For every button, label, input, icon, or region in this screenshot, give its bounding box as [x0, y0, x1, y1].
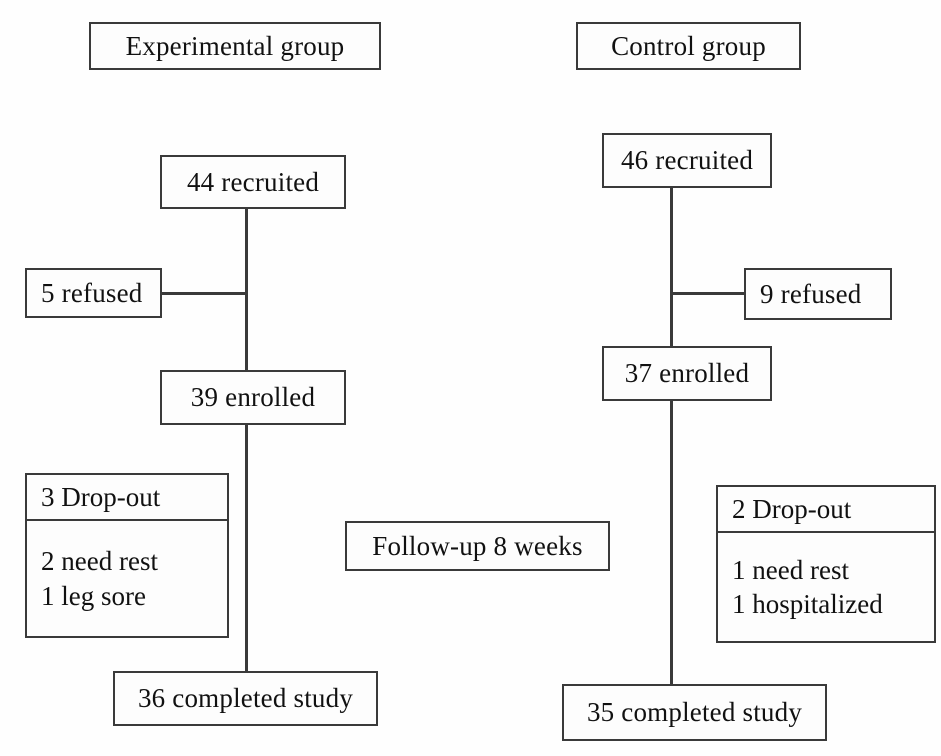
experimental-enrolled-label: 39 enrolled	[190, 382, 316, 413]
experimental-recruited-box: 44 recruited	[160, 155, 346, 209]
control-dropout-header-label: 2 Drop-out	[732, 494, 852, 524]
control-dropout-box: 2 Drop-out 1 need rest 1 hospitalized	[716, 485, 936, 643]
control-recruited-label: 46 recruited	[620, 145, 754, 176]
control-dropout-reason-2: 1 hospitalized	[732, 589, 883, 620]
experimental-refused-connector	[160, 292, 248, 295]
control-refused-connector	[670, 292, 746, 295]
control-refused-box: 9 refused	[744, 268, 892, 320]
control-dropout-reason-1: 1 need rest	[732, 554, 849, 585]
control-group-header-box: Control group	[576, 22, 801, 70]
experimental-trunk-upper	[245, 207, 248, 372]
control-trunk-upper	[670, 186, 673, 348]
experimental-recruited-label: 44 recruited	[186, 166, 320, 197]
followup-box: Follow-up 8 weeks	[345, 521, 610, 571]
experimental-dropout-header: 3 Drop-out	[27, 475, 227, 522]
control-dropout-header: 2 Drop-out	[718, 487, 934, 534]
experimental-enrolled-box: 39 enrolled	[160, 370, 346, 425]
experimental-dropout-reasons: 2 need rest 1 leg sore	[27, 521, 227, 636]
experimental-dropout-header-label: 3 Drop-out	[41, 482, 161, 512]
experimental-completed-box: 36 completed study	[113, 671, 378, 726]
control-enrolled-label: 37 enrolled	[624, 358, 750, 389]
experimental-group-header-label: Experimental group	[125, 30, 345, 61]
control-completed-label: 35 completed study	[586, 697, 803, 728]
control-trunk-lower	[670, 399, 673, 686]
control-enrolled-box: 37 enrolled	[602, 346, 772, 401]
experimental-dropout-box: 3 Drop-out 2 need rest 1 leg sore	[25, 473, 229, 638]
experimental-group-header-box: Experimental group	[89, 22, 381, 70]
experimental-refused-label: 5 refused	[41, 277, 143, 308]
control-completed-box: 35 completed study	[562, 684, 827, 741]
experimental-completed-label: 36 completed study	[137, 683, 354, 714]
control-group-header-label: Control group	[611, 30, 766, 61]
control-refused-label: 9 refused	[760, 278, 862, 309]
experimental-dropout-reason-1: 2 need rest	[41, 546, 158, 577]
followup-label: Follow-up 8 weeks	[372, 530, 583, 561]
experimental-refused-box: 5 refused	[25, 268, 162, 318]
experimental-trunk-lower	[245, 423, 248, 673]
control-recruited-box: 46 recruited	[602, 133, 772, 188]
experimental-dropout-reason-2: 1 leg sore	[41, 580, 146, 611]
control-dropout-reasons: 1 need rest 1 hospitalized	[718, 533, 934, 641]
